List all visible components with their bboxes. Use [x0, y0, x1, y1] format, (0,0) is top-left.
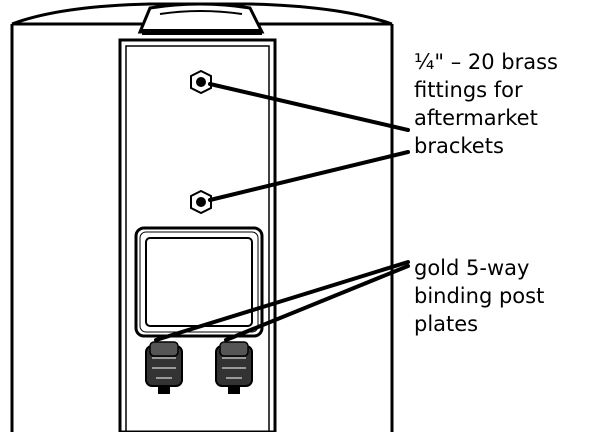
- back-panel-inner: [125, 45, 270, 432]
- callout-binding-line-1: gold 5-way: [414, 256, 530, 280]
- top-handle: [137, 2, 265, 35]
- speaker-cabinet: [10, 2, 394, 432]
- brass-fitting-upper: [190, 69, 212, 95]
- callout-binding-line-3: plates: [414, 312, 479, 336]
- callout-label-fittings: ¼" – 20 brass fittings for aftermarket b…: [414, 48, 558, 160]
- callout-fittings-line-4: brackets: [414, 134, 504, 158]
- handle-body: [137, 2, 265, 34]
- leader-line-post-left: [154, 260, 410, 342]
- callout-lines: [154, 82, 410, 342]
- binding-post-plate: [134, 226, 264, 338]
- handle-highlight: [159, 10, 243, 15]
- leader-line-fitting-lower: [208, 150, 410, 202]
- cabinet-top-curve: [11, 2, 393, 26]
- binding-post-right: [215, 341, 253, 394]
- leader-line-post-right: [224, 264, 410, 342]
- brass-fitting-lower: [190, 189, 212, 215]
- callout-label-binding-posts: gold 5-way binding post plates: [414, 254, 544, 338]
- callout-binding-line-2: binding post: [414, 284, 545, 308]
- callout-fittings-line-2: fittings for: [414, 78, 523, 102]
- binding-post-left: [145, 341, 183, 394]
- callout-fittings-line-3: aftermarket: [414, 106, 538, 130]
- callout-fittings-line-1: ¼" – 20 brass: [414, 50, 558, 74]
- leader-line-fitting-upper: [208, 82, 410, 132]
